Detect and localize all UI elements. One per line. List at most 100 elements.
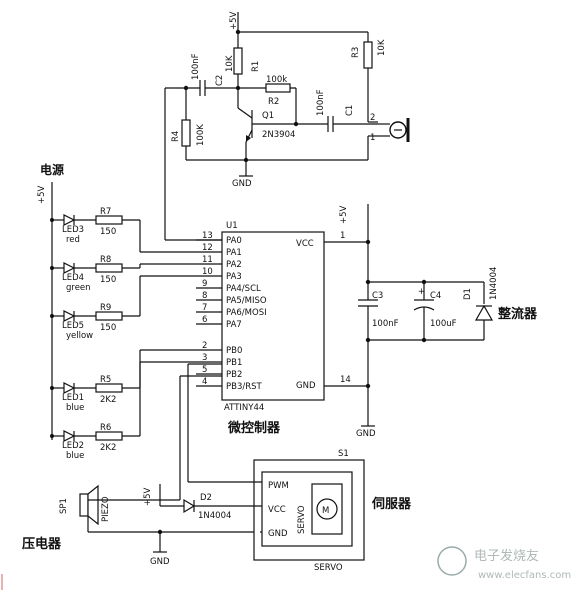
piezo-name: PIEZO — [101, 496, 111, 522]
mcu-pin-name: PB0 — [226, 346, 242, 356]
junction — [365, 279, 371, 285]
led-resistor — [95, 263, 123, 273]
led-ref: LED3 — [62, 225, 84, 235]
servo-vcc-label: +5V — [143, 487, 153, 506]
led-ref: LED5 — [62, 321, 84, 331]
mcu-gnd-pin-num: 14 — [340, 375, 351, 385]
c1-value: 100nF — [316, 89, 326, 116]
motor-label: M — [322, 506, 329, 516]
led-icon — [63, 382, 76, 394]
servo-name-bottom: SERVO — [314, 563, 343, 573]
mcu-pin-name: PA5/MISO — [226, 296, 267, 306]
q1-label: Q1 — [262, 111, 274, 121]
mcu-pin-name: PA2 — [226, 260, 242, 270]
mcu-pin-number: 6 — [202, 315, 207, 325]
mic-pin1: 1 — [370, 133, 375, 143]
led-color: blue — [66, 451, 84, 461]
c4-label: C4 — [430, 291, 441, 301]
mcu-pin-number: 5 — [202, 365, 207, 375]
piezo-gnd-label: GND — [150, 557, 170, 567]
r4-resistor — [181, 119, 191, 147]
led-resistor-value: 150 — [100, 323, 116, 333]
led-color: yellow — [66, 331, 93, 341]
q1-collector — [237, 107, 253, 119]
mcu-body — [221, 231, 325, 401]
r2-label: R2 — [268, 97, 279, 107]
led-color: red — [66, 235, 80, 245]
led-color: blue — [66, 403, 84, 413]
r1-label: R1 — [251, 61, 261, 72]
mcu-pin-name: PA7 — [226, 320, 242, 330]
mcu-pin-name: PB1 — [226, 358, 242, 368]
mcu-pin-name: PB2 — [226, 370, 242, 380]
r3-value: 10K — [377, 39, 387, 56]
servo-cn-label: 伺服器 — [371, 496, 412, 512]
mcu-pin-number: 4 — [202, 377, 207, 387]
led-icon — [63, 430, 76, 442]
r2-value: 100k — [266, 75, 287, 85]
c3-value: 100nF — [372, 319, 399, 329]
servo-pwm-pin: PWM — [268, 481, 289, 491]
r1-resistor — [233, 47, 243, 75]
led-resistor-value: 2K2 — [100, 395, 116, 405]
led-resistor-ref: R6 — [100, 423, 111, 433]
piezo-cone — [87, 484, 99, 526]
mcu-pin-number: 2 — [202, 341, 207, 351]
junction — [157, 529, 163, 535]
junction — [421, 337, 427, 343]
r4-label: R4 — [171, 131, 181, 142]
mcu-pin-name: PA0 — [226, 236, 242, 246]
c4-value: 100uF — [430, 319, 457, 329]
led-resistor-ref: R9 — [100, 303, 111, 313]
watermark-url: www.elecfans.com — [478, 570, 571, 581]
mcu-gnd-pin-name: GND — [296, 381, 316, 391]
led-icon — [63, 310, 76, 322]
mcu-part: ATTINY44 — [224, 403, 264, 413]
watermark-logo — [437, 546, 467, 576]
junction — [365, 239, 371, 245]
mcu-vcc-pin-name: VCC — [296, 239, 314, 249]
led-color: green — [66, 283, 91, 293]
mcu-pin-number: 12 — [202, 243, 213, 253]
led-vcc-label: +5V — [37, 185, 47, 204]
rectifier-cn-label: 整流器 — [497, 306, 538, 322]
rail-gnd-label: GND — [356, 429, 376, 439]
q1-value: 2N3904 — [262, 130, 295, 140]
servo-vcc-pin: VCC — [268, 505, 286, 515]
c4-plus: + — [418, 287, 425, 297]
servo-ref: S1 — [338, 449, 349, 459]
d1-label: D1 — [463, 288, 473, 300]
r3-resistor — [363, 41, 373, 69]
d2-label: D2 — [200, 493, 212, 503]
top-vcc-label: +5V — [229, 11, 239, 30]
led-resistor-value: 2K2 — [100, 443, 116, 453]
r3-label: R3 — [351, 47, 361, 58]
junction — [365, 337, 371, 343]
mcu-pin-name: PA3 — [226, 272, 242, 282]
led-ref: LED2 — [62, 441, 84, 451]
c2-value: 100nF — [191, 53, 201, 80]
led-ref: LED4 — [62, 273, 84, 283]
mcu-cn-label: 微控制器 — [227, 420, 281, 436]
mcu-pin-number: 13 — [202, 231, 213, 241]
piezo-cn-label: 压电器 — [22, 536, 62, 552]
r1-value: 10K — [225, 55, 235, 72]
led-icon — [63, 214, 76, 226]
power-cn-label: 电源 — [40, 162, 64, 177]
led-array: LED3redR7150LED4greenR8150LED5yellowR915… — [50, 207, 196, 461]
d1-value: 1N4004 — [489, 267, 499, 300]
servo-body-text: SERVO — [297, 505, 307, 534]
servo-gnd-pin: GND — [268, 529, 288, 539]
led-resistor-value: 150 — [100, 275, 116, 285]
mcu-pin-name: PA6/MOSI — [226, 308, 267, 318]
c3-label: C3 — [372, 291, 383, 301]
mcu-pin-number: 11 — [202, 255, 213, 265]
piezo-body — [79, 493, 89, 517]
d2-diode — [183, 498, 196, 514]
mcu-pin-number: 10 — [202, 267, 213, 277]
mic-pin2: 2 — [370, 113, 375, 123]
